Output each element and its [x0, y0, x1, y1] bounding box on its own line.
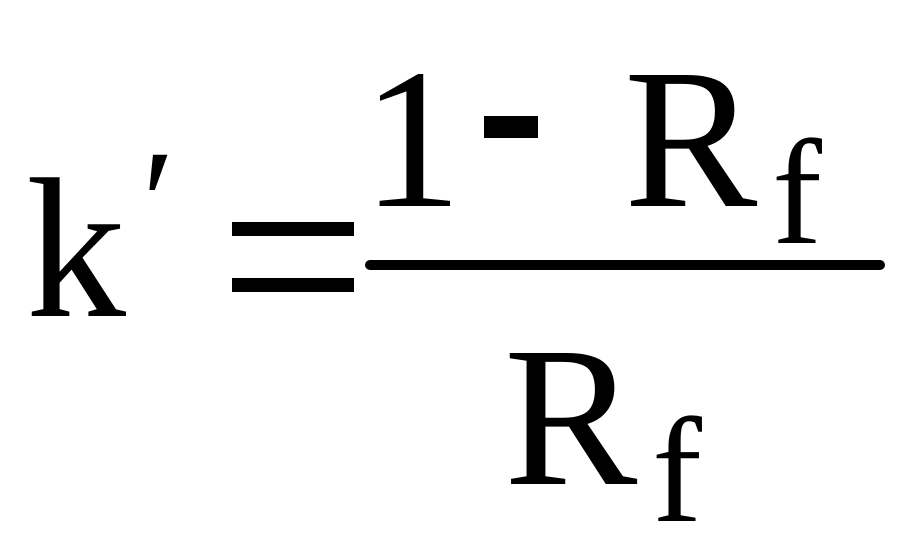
numerator-minus-sign: - — [484, 116, 538, 138]
denominator-subscript-f: f — [652, 388, 702, 554]
numerator-variable-r: R — [624, 29, 758, 250]
numerator-one: 1 — [362, 29, 462, 250]
equals-bar-bottom — [232, 278, 354, 292]
lhs-variable-k: k — [26, 139, 126, 360]
equals-sign: = — [232, 222, 354, 292]
fraction-bar — [365, 260, 885, 270]
numerator-subscript-f: f — [772, 110, 822, 276]
lhs-prime-mark: ′ — [142, 120, 175, 286]
minus-text: - — [484, 116, 485, 117]
equals-bar-top — [232, 222, 354, 236]
denominator-variable-r: R — [504, 307, 638, 528]
